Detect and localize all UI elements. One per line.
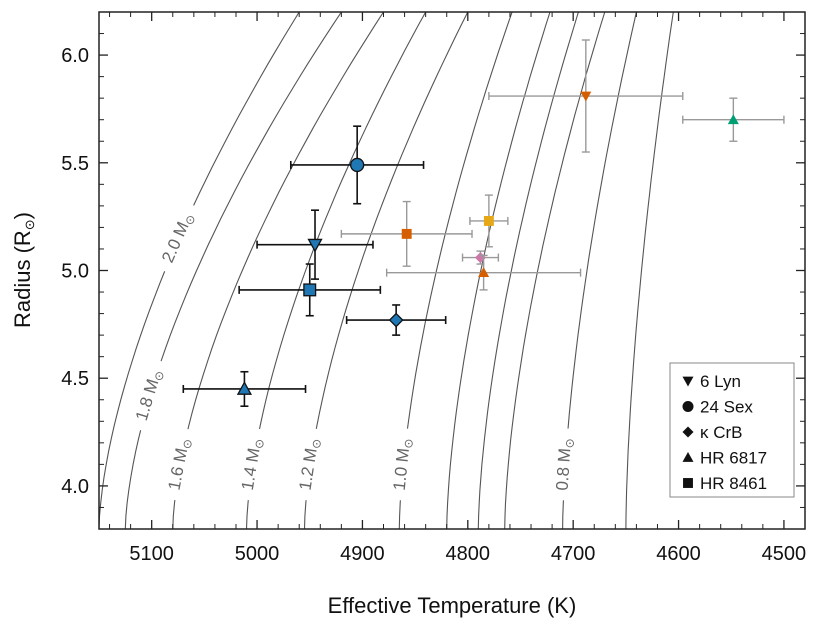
legend-marker bbox=[683, 478, 693, 488]
axis-ticks: 5100 5000 4900 4800 4700 4600 4500 4.0 4.5 5.0 5.5… bbox=[61, 11, 807, 565]
data-point bbox=[488, 39, 684, 153]
track-label-mask bbox=[154, 200, 204, 276]
point-marker bbox=[478, 267, 490, 278]
evolutionary-track bbox=[504, 12, 606, 529]
data-points bbox=[182, 39, 785, 408]
evolutionary-track bbox=[172, 12, 384, 529]
track-label-mask bbox=[236, 427, 270, 502]
data-point bbox=[385, 254, 582, 291]
data-point bbox=[340, 200, 473, 267]
track-label-mask bbox=[162, 426, 199, 502]
literature-points bbox=[340, 39, 785, 291]
data-point bbox=[182, 370, 307, 408]
legend-label: 6 Lyn bbox=[700, 372, 741, 391]
legend-marker bbox=[682, 376, 694, 387]
legend-label: HR 6817 bbox=[700, 449, 767, 468]
track-label-mask bbox=[294, 427, 327, 502]
evolutionary-track bbox=[99, 12, 300, 529]
x-tick-label: 4500 bbox=[762, 543, 807, 565]
x-tick-label: 4600 bbox=[656, 543, 701, 565]
data-point bbox=[461, 250, 500, 265]
legend-label: 24 Sex bbox=[700, 398, 753, 417]
point-marker bbox=[303, 283, 317, 297]
y-tick-label: 6.0 bbox=[61, 45, 89, 67]
evolutionary-track bbox=[625, 12, 674, 529]
point-marker bbox=[483, 216, 494, 226]
track-label-mask bbox=[388, 427, 419, 502]
evolutionary-track bbox=[477, 12, 579, 529]
x-tick-label: 4700 bbox=[551, 543, 596, 565]
y-tick-label: 5.0 bbox=[61, 261, 89, 283]
data-point bbox=[289, 125, 425, 205]
legend-marker bbox=[682, 452, 694, 462]
data-point bbox=[238, 263, 382, 317]
legend-marker bbox=[682, 401, 694, 412]
legend: 6 Lyn 24 Sex κ CrB HR 6817 HR 8461 bbox=[669, 362, 795, 498]
track-label: 0.8 M⊙ bbox=[553, 437, 577, 491]
x-tick-label: 4900 bbox=[340, 543, 385, 565]
track-label-mask bbox=[551, 427, 579, 502]
x-tick-label: 4800 bbox=[446, 543, 491, 565]
point-marker bbox=[388, 312, 404, 328]
evolutionary-track bbox=[398, 12, 513, 529]
data-point bbox=[345, 304, 447, 336]
data-point bbox=[469, 194, 509, 248]
x-tick-label: 5100 bbox=[129, 543, 174, 565]
evolutionary-track bbox=[446, 12, 551, 529]
point-marker bbox=[236, 381, 253, 395]
x-axis-title: Effective Temperature (K) bbox=[328, 593, 577, 618]
point-marker bbox=[350, 157, 365, 173]
y-tick-label: 4.0 bbox=[61, 476, 89, 498]
evolutionary-track bbox=[124, 12, 342, 529]
track-labels: 2.0 M⊙1.8 M⊙1.6 M⊙1.4 M⊙1.2 M⊙1.0 M⊙0.8 … bbox=[129, 200, 579, 502]
x-tick-label: 5000 bbox=[235, 543, 280, 565]
legend-label: HR 8461 bbox=[700, 474, 767, 493]
y-tick-label: 5.5 bbox=[61, 153, 89, 175]
track-label-mask bbox=[129, 357, 172, 434]
legend-marker bbox=[682, 426, 694, 438]
y-tick-label: 4.5 bbox=[61, 368, 89, 390]
point-marker bbox=[401, 228, 412, 239]
point-marker bbox=[580, 91, 592, 102]
y-axis-title: Radius (R⊙) bbox=[10, 212, 37, 328]
data-point bbox=[256, 209, 374, 280]
point-marker bbox=[307, 238, 323, 253]
point-marker bbox=[727, 114, 739, 125]
track-label: 1.0 M⊙ bbox=[390, 437, 416, 491]
legend-label: κ CrB bbox=[700, 423, 743, 442]
data-point bbox=[682, 97, 785, 142]
primary-points bbox=[182, 125, 447, 408]
